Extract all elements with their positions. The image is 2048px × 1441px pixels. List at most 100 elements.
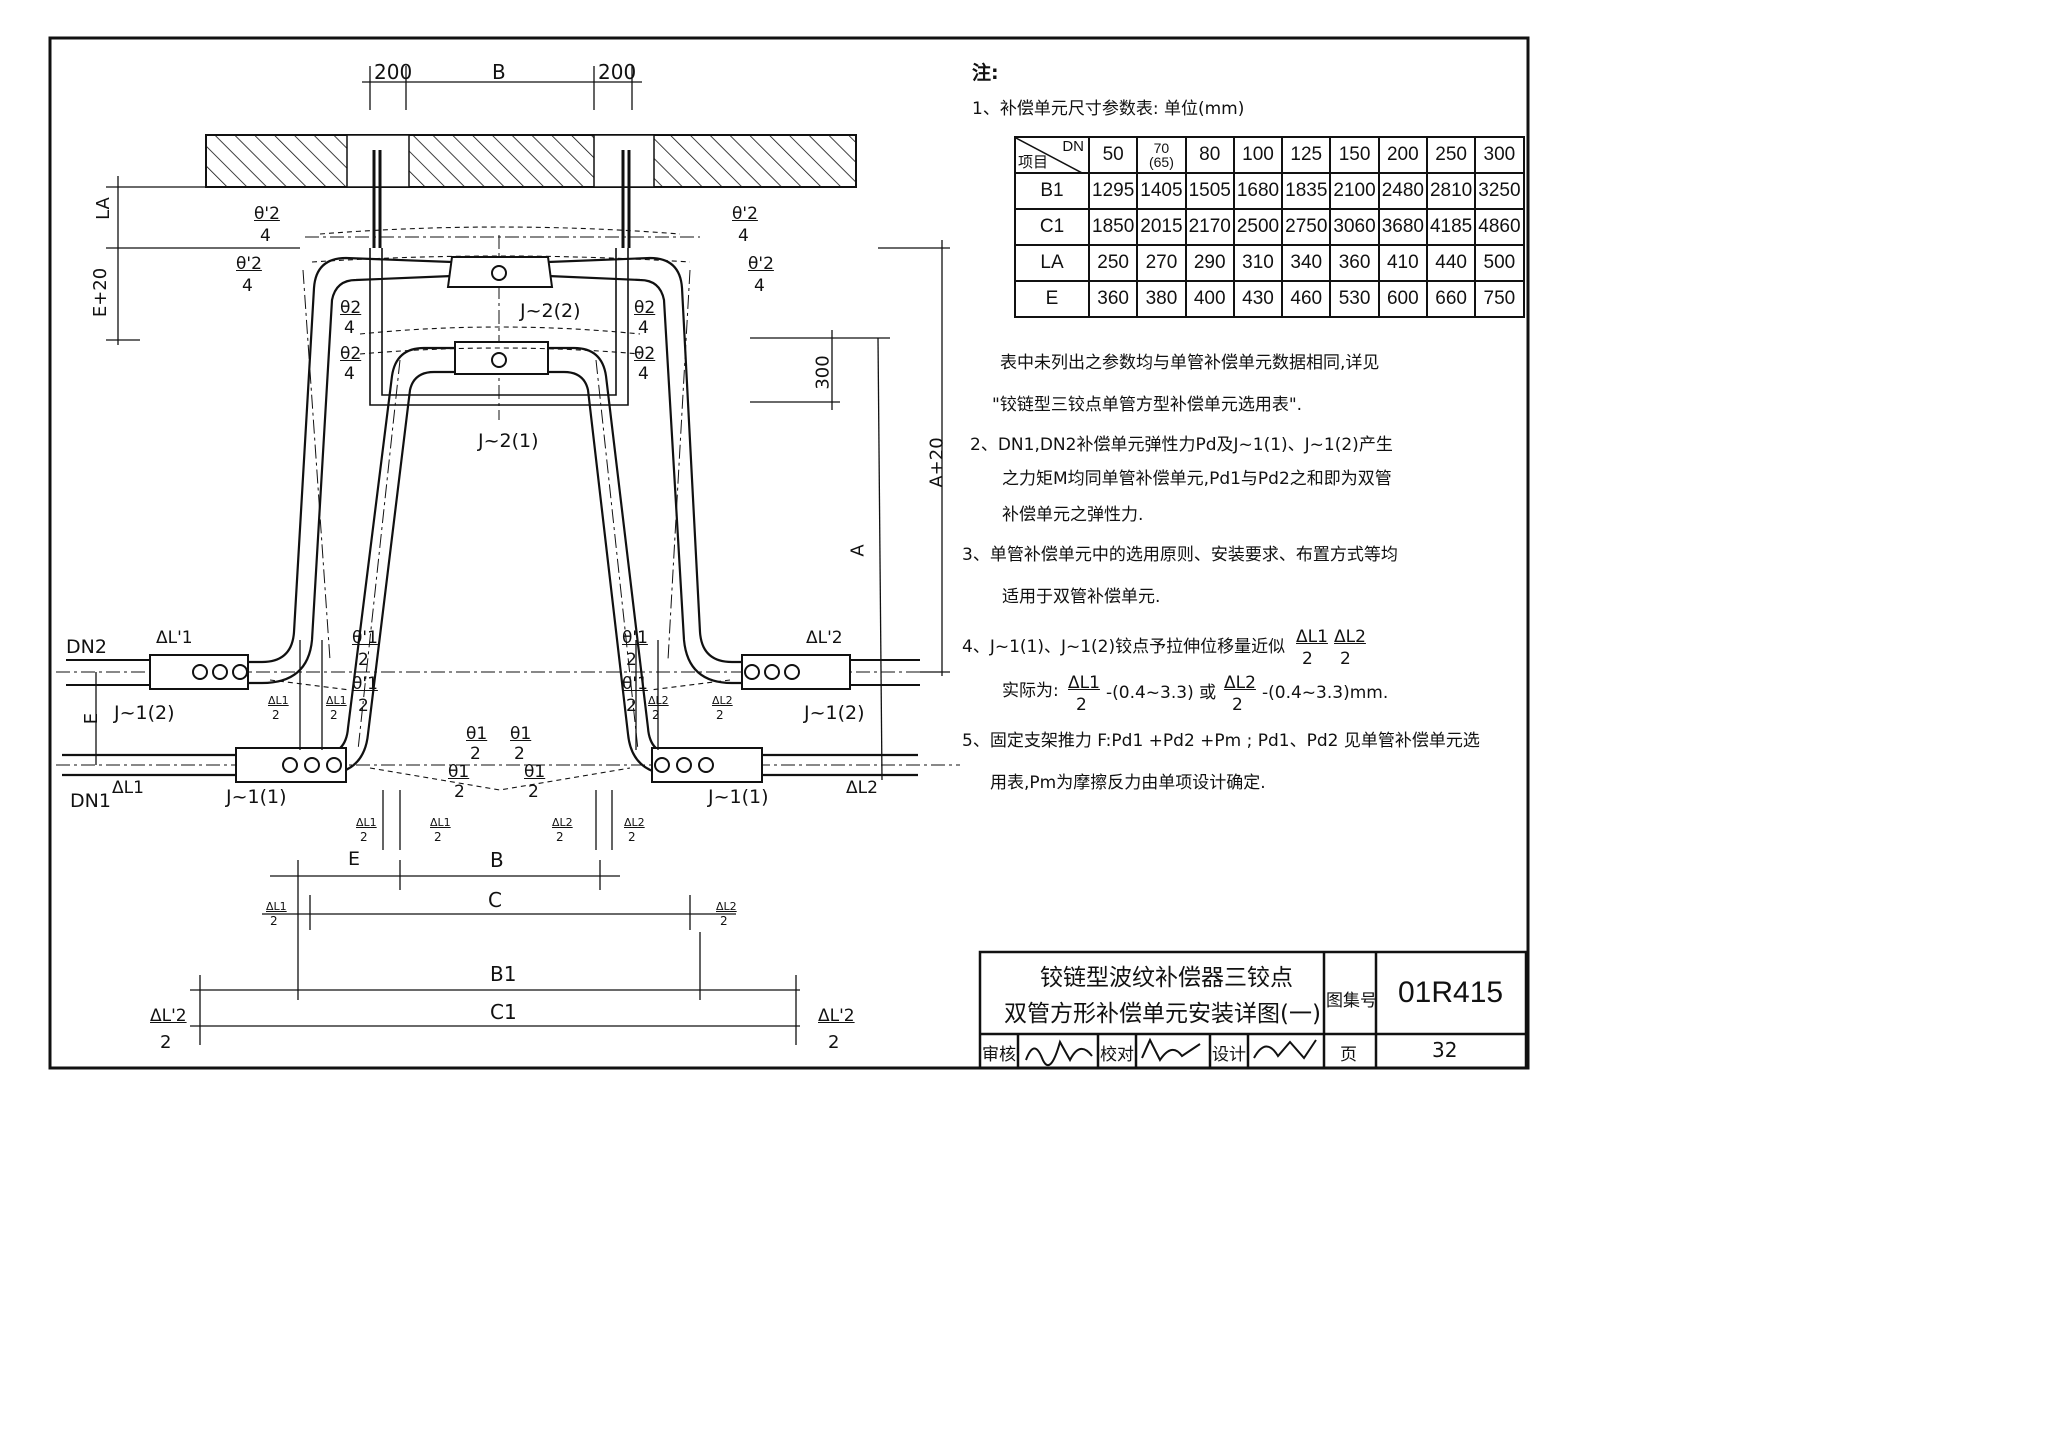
table-cell: 750	[1474, 280, 1525, 318]
angle-t2p-tr2: θ'2	[748, 254, 774, 274]
angle-arcs	[269, 226, 731, 791]
delta-l2p-br-den: 2	[828, 1032, 840, 1053]
delta-l1: ΔL1	[112, 778, 144, 798]
table-cell: 440	[1425, 244, 1477, 282]
parameter-table: DN 项目 50 70 (65) 80 100 125 150 200 250 …	[1014, 136, 1525, 318]
outer-pipe-loop	[150, 256, 850, 685]
delta-s2: ΔL1	[326, 694, 347, 707]
angle-den-tl2: 4	[242, 276, 253, 296]
angle-den-r1: 4	[638, 318, 649, 338]
page-number: 32	[1432, 1038, 1458, 1062]
dim-b-bottom: B	[490, 848, 504, 872]
delta-l2p-bl: ΔL'2	[150, 1006, 187, 1026]
drawing-sheet: 200 B 200 LA E+20 300 A+20 A E E B C B1 …	[48, 36, 1530, 1070]
row-label: B1	[1014, 172, 1090, 210]
label-j11-right: J~1(1)	[708, 786, 769, 808]
dim-a20: A+20	[926, 437, 948, 488]
note-2b: 之力矩M均同单管补偿单元,Pd1与Pd2之和即为双管	[1002, 469, 1392, 489]
label-j12-right: J~1(2)	[804, 702, 865, 724]
note-4-frac3: ΔL1	[1068, 673, 1100, 693]
angle-t2p-tr1: θ'2	[732, 204, 758, 224]
review-label: 审核	[982, 1045, 1016, 1065]
table-cell: 2810	[1425, 172, 1477, 210]
angle-t2-l1: θ2	[340, 298, 362, 318]
dim-e-left: E	[81, 712, 103, 725]
note-4b: 实际为:	[1002, 681, 1059, 701]
dim-la: LA	[92, 197, 114, 220]
table-cell: 1405	[1136, 172, 1187, 210]
delta-s3: ΔL2	[648, 694, 669, 707]
table-cell: 2750	[1281, 208, 1332, 246]
sheet-frame	[48, 36, 1530, 1070]
signatures	[1025, 1037, 1317, 1067]
table-cell: 500	[1474, 244, 1525, 282]
delta-s9: ΔL1	[266, 900, 287, 913]
note-4-frac2: ΔL2	[1334, 627, 1366, 647]
header-200: 200	[1377, 136, 1428, 174]
angle-t1p-l1: θ'1	[352, 628, 378, 648]
angle-t1-cr: θ1	[510, 724, 532, 744]
title-line-2: 双管方形补偿单元安装详图(一)	[1004, 1001, 1321, 1027]
label-dn2: DN2	[66, 636, 107, 658]
angle-den-t1p-l1: 2	[358, 650, 369, 670]
angle-den-l1: 4	[344, 318, 355, 338]
concrete-slab	[205, 134, 857, 188]
hinge-j21	[454, 341, 549, 375]
delta-s4-den: 2	[716, 708, 724, 722]
table-cell: 530	[1329, 280, 1380, 318]
note-1: 1、补偿单元尺寸参数表: 单位(mm)	[972, 99, 1245, 119]
note-4d: -(0.4~3.3)mm.	[1262, 683, 1389, 703]
table-cell: 340	[1281, 244, 1332, 282]
label-j21: J~2(1)	[478, 430, 539, 452]
table-cell: 4185	[1425, 208, 1477, 246]
angle-den-r2: 4	[638, 364, 649, 384]
table-cell: 2015	[1136, 208, 1187, 246]
angle-den-t1-cl: 2	[470, 744, 481, 764]
delta-s8: ΔL2	[624, 816, 645, 829]
table-cell: 310	[1232, 244, 1284, 282]
dim-200-left: 200	[374, 60, 413, 84]
table-cell: 270	[1136, 244, 1187, 282]
note-5b: 用表,Pm为摩擦反力由单项设计确定.	[990, 773, 1266, 793]
delta-l2p: ΔL'2	[806, 628, 843, 648]
header-300: 300	[1474, 136, 1525, 174]
delta-s1: ΔL1	[268, 694, 289, 707]
note-1a: 表中未列出之参数均与单管补偿单元数据相同,详见	[1000, 353, 1380, 373]
corner-item: 项目	[1018, 154, 1049, 171]
angle-den-tl1: 4	[260, 226, 271, 246]
angle-t1-cl: θ1	[466, 724, 488, 744]
note-4-den2: 2	[1340, 649, 1351, 669]
table-cell: 460	[1281, 280, 1332, 318]
title-line-1: 铰链型波纹补偿器三铰点	[1040, 965, 1293, 991]
table-cell: 400	[1184, 280, 1235, 318]
atlas-label: 图集号	[1326, 991, 1377, 1011]
delta-s10-den: 2	[720, 914, 728, 928]
angle-den-t1p-r1: 2	[626, 650, 637, 670]
table-cell: 600	[1377, 280, 1428, 318]
header-100: 100	[1232, 136, 1284, 174]
note-2a: 2、DN1,DN2补偿单元弹性力Pd及J~1(1)、J~1(2)产生	[970, 435, 1393, 455]
delta-s3-den: 2	[652, 708, 660, 722]
delta-l2p-br: ΔL'2	[818, 1006, 855, 1026]
inner-pipe-loop	[62, 346, 918, 777]
dim-b-top: B	[492, 60, 506, 84]
dim-200-right: 200	[598, 60, 637, 84]
delta-s1-den: 2	[272, 708, 280, 722]
angle-t1p-r1: θ'1	[622, 628, 648, 648]
angle-den-t1-br: 2	[528, 782, 539, 802]
table-cell: 2480	[1377, 172, 1428, 210]
table-cell: 360	[1329, 244, 1380, 282]
angle-den-l2: 4	[344, 364, 355, 384]
note-4a: 4、J~1(1)、J~1(2)铰点予拉伸位移量近似	[962, 637, 1286, 657]
header-125: 125	[1281, 136, 1332, 174]
angle-den-t1p-r2: 2	[626, 696, 637, 716]
delta-s4: ΔL2	[712, 694, 733, 707]
delta-s5: ΔL1	[356, 816, 377, 829]
note-2c: 补偿单元之弹性力.	[1002, 505, 1144, 525]
angle-den-tr1: 4	[738, 226, 749, 246]
